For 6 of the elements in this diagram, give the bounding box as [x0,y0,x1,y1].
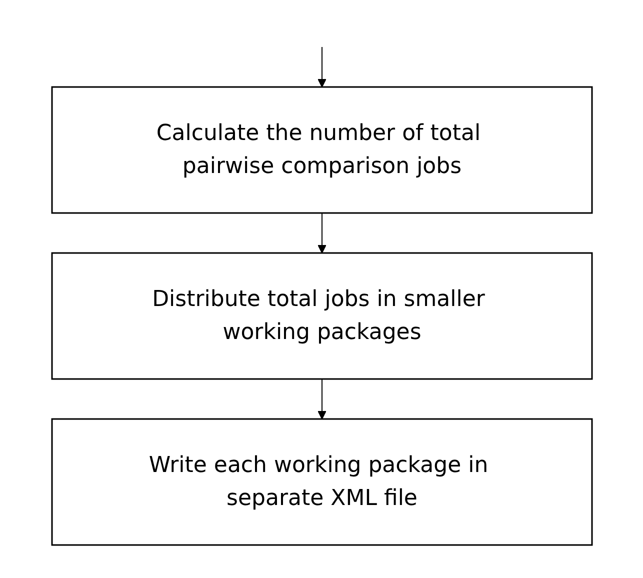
node-box: Distribute total jobs in smaller working packages [50,252,592,380]
arrow [317,378,326,420]
arrow [317,212,326,254]
arrow [317,46,326,88]
node-box: Calculate the number of total pairwise comparison jobs [50,86,592,214]
node-box: Write each working package in separate XML file [50,418,592,546]
